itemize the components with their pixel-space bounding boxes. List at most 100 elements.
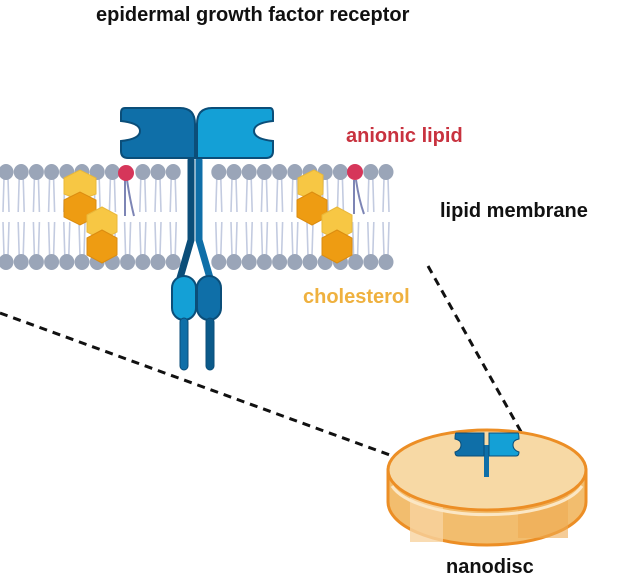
lipid-head (165, 254, 181, 270)
lipid-tail (215, 221, 223, 257)
lipid-tail (215, 177, 223, 213)
lipid-head (378, 254, 394, 270)
lipid-tail (32, 221, 41, 257)
lipid-head (89, 164, 105, 180)
lipid-tail (382, 221, 390, 257)
lipid-tail (336, 177, 345, 213)
lipid-head (0, 164, 14, 180)
egfr-kinase-domain-right (196, 275, 222, 321)
lipid-tail (17, 177, 25, 213)
lipid-head (165, 164, 181, 180)
lipid-head (28, 254, 44, 270)
lipid-head (135, 254, 151, 270)
lipid-head (332, 164, 348, 180)
cholesterol-ring (63, 169, 97, 201)
lipid-tail (2, 221, 10, 257)
cholesterol-ring (321, 206, 353, 241)
label-egfr: epidermal growth factor receptor (96, 4, 410, 26)
lipid-tail (154, 221, 162, 257)
egfr-c-tail-left (179, 317, 189, 371)
lipid-head (135, 164, 151, 180)
egfr-extracellular-domain-right (196, 107, 274, 159)
lipid-tail (275, 221, 284, 257)
anionic-lipid-right (347, 164, 365, 215)
lipid-tail (154, 177, 162, 213)
lipid-head (120, 254, 136, 270)
lipid-head (59, 254, 75, 270)
lipid-tail (108, 177, 117, 213)
lipid-head (363, 164, 379, 180)
lipid-head (226, 254, 242, 270)
anionic-lipid-left (118, 165, 135, 217)
lipid-head (0, 254, 14, 270)
nanodisc (386, 428, 588, 547)
lipid-head (241, 254, 257, 270)
lipid-heads (0, 164, 394, 270)
cholesterol-molecule-left (63, 169, 118, 264)
cholesterol-molecule-right (296, 169, 353, 264)
lipid-head (272, 254, 288, 270)
lipid-tail (63, 221, 71, 257)
lipid-tail (260, 177, 269, 213)
label-cholesterol: cholesterol (303, 286, 410, 308)
lipid-head (74, 254, 90, 270)
lipid-tail (47, 221, 56, 257)
lipid-head (287, 164, 303, 180)
lipid-tail (169, 177, 177, 213)
lipid-tail (351, 221, 360, 257)
lipid-tail (78, 221, 86, 257)
lipid-head (44, 254, 60, 270)
label-nanodisc: nanodisc (446, 556, 534, 578)
lipid-tail (123, 221, 132, 257)
lipid-tail (32, 177, 41, 213)
lipid-tail (230, 177, 238, 213)
lipid-head (378, 164, 394, 180)
lipid-head (211, 164, 227, 180)
egfr-receptor (120, 107, 274, 371)
lipid-tail (230, 221, 238, 257)
egfr-kinase-domain-left (171, 275, 197, 321)
label-lipid-membrane: lipid membrane (440, 200, 588, 222)
lipid-tail (245, 177, 253, 213)
lipid-head (272, 164, 288, 180)
cholesterol-ring (86, 206, 118, 241)
lipid-tails (2, 177, 390, 257)
lipid-head (241, 164, 257, 180)
cholesterol-ring (297, 169, 324, 201)
lipid-tail (260, 221, 269, 257)
lipid-tail (367, 221, 375, 257)
cholesterol-ring (86, 229, 118, 264)
egfr-extracellular-domain-left (120, 107, 196, 159)
nanodisc-egfr (454, 432, 520, 477)
lipid-tail (367, 177, 375, 213)
egfr-transmembrane-helix (195, 156, 214, 282)
lipid-head (150, 254, 166, 270)
lipid-tail (169, 221, 177, 257)
lipid-tail (382, 177, 390, 213)
lipid-tail (47, 177, 56, 213)
lipid-tail (245, 221, 253, 257)
lipid-tail (2, 177, 10, 213)
zoom-line-left (0, 311, 454, 480)
lipid-tail (139, 177, 147, 213)
lipid-head (211, 254, 227, 270)
lipid-head (104, 164, 120, 180)
lipid-head (287, 254, 303, 270)
lipid-head (13, 164, 29, 180)
label-anionic-lipid: anionic lipid (346, 125, 463, 147)
lipid-head (256, 164, 272, 180)
egfr-transmembrane-helix (176, 156, 195, 282)
lipid-tail (306, 221, 314, 257)
lipid-head (13, 254, 29, 270)
lipid-tail (291, 221, 299, 257)
lipid-head (348, 254, 364, 270)
lipid-head (150, 164, 166, 180)
lipid-tail (275, 177, 284, 213)
lipid-head (44, 164, 60, 180)
cholesterol-ring (321, 229, 353, 264)
egfr-c-tail-right (205, 317, 215, 371)
lipid-head (256, 254, 272, 270)
lipid-head (28, 164, 44, 180)
lipid-head (226, 164, 242, 180)
